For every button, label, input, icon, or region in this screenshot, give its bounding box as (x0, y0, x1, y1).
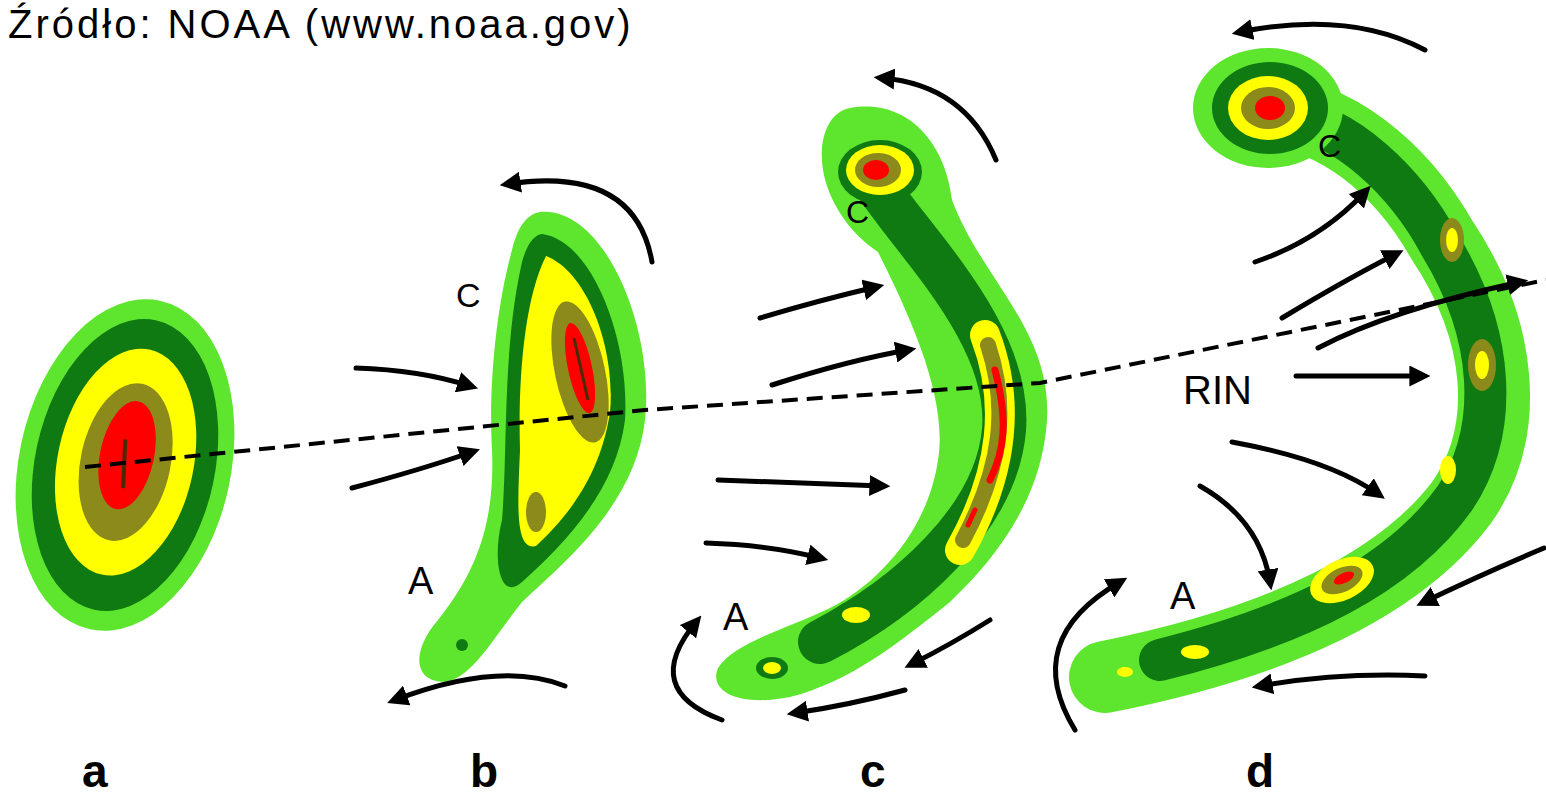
flow-arrow (1282, 254, 1396, 318)
flow-arrow (1260, 675, 1425, 686)
axis-dashed-line (85, 280, 1546, 467)
panel-letter: a (82, 748, 108, 794)
radar-echo (1468, 339, 1496, 391)
cell-label: A (1170, 577, 1195, 615)
radar-echo (574, 338, 588, 400)
radar-echo (1241, 87, 1295, 129)
radar-echo (1105, 110, 1494, 677)
flow-arrow (1232, 442, 1378, 494)
flow-arrow (795, 690, 905, 713)
radar-echo (756, 657, 788, 679)
radar-echo (541, 296, 620, 447)
flow-arrow (356, 368, 470, 386)
cell-label: C (1318, 130, 1341, 162)
radar-echo (0, 279, 264, 652)
radar-echo (1181, 645, 1209, 659)
flow-arrow (1255, 192, 1365, 262)
flow-arrow (1055, 582, 1120, 730)
radar-echo (1332, 569, 1356, 587)
radar-echo (1440, 218, 1464, 262)
radar-echo (419, 212, 646, 682)
radar-echo (863, 160, 889, 180)
flow-arrow (706, 543, 820, 558)
flow-arrow (1200, 486, 1270, 582)
cell-label: A (408, 562, 433, 600)
radar-echo (1303, 548, 1382, 613)
radar-echo (89, 396, 165, 515)
cell-label: A (723, 598, 748, 636)
flow-arrow (352, 452, 472, 488)
radar-echo (456, 639, 468, 651)
radar-echo (1255, 96, 1285, 120)
flow-arrow (1240, 24, 1425, 50)
flow-arrow (760, 287, 876, 318)
radar-echo (0, 279, 264, 652)
radar-echo (1212, 62, 1328, 154)
flow-arrow (352, 24, 1544, 730)
source-note: Źródło: NOAA (www.noaa.gov) (8, 4, 634, 44)
radar-echo (1193, 48, 1343, 168)
radar-echo (1228, 76, 1308, 140)
radar-echo (834, 601, 878, 629)
radar-echo (1440, 456, 1456, 484)
radar-echo (855, 153, 901, 187)
radar-echo (526, 492, 546, 532)
radar-echo (498, 234, 626, 587)
radar-echo (763, 662, 781, 674)
flow-arrow (882, 78, 996, 160)
panel-letter: b (470, 748, 498, 794)
panel-letter: d (1246, 748, 1274, 794)
radar-echo (1105, 48, 1496, 677)
flow-arrow (395, 676, 565, 700)
flow-arrow (1424, 548, 1544, 602)
radar-echo (1475, 351, 1489, 379)
radar-echo (6, 302, 244, 629)
radar-echo (968, 510, 975, 525)
radar-echo (1117, 667, 1133, 677)
panel-letter: c (860, 748, 886, 794)
cell-label: C (846, 196, 869, 228)
flow-arrow (673, 622, 722, 720)
radar-echo (1446, 228, 1458, 252)
cell-label: C (456, 278, 481, 312)
radar-echo (559, 321, 602, 416)
flow-arrow (1296, 374, 1422, 379)
flow-arrow (508, 181, 652, 262)
flow-arrow (772, 350, 908, 385)
radar-echo (838, 140, 922, 204)
flow-arrow (718, 480, 882, 486)
radar-echo (1160, 118, 1485, 660)
radar-echo (842, 607, 870, 623)
region-label: RIN (1183, 370, 1252, 410)
flow-arrow (1318, 282, 1520, 348)
radar-echo (1317, 560, 1367, 600)
radar-echo (846, 145, 914, 195)
flow-arrow (912, 620, 990, 664)
radar-echo (419, 212, 646, 682)
radar-echo (820, 175, 1004, 642)
